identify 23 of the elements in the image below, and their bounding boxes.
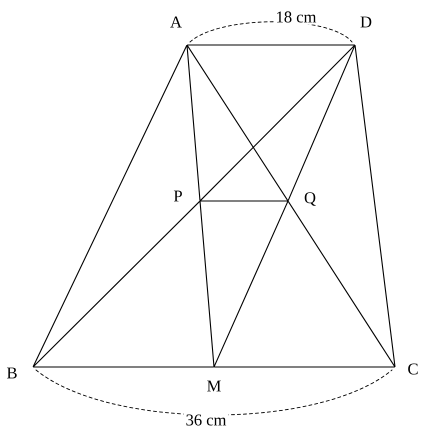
line-segment [33,201,200,367]
line-segment [32,45,188,367]
line-segment [200,201,214,367]
line-segment [33,366,214,368]
vertex-label: C [408,363,418,375]
line-segment [200,45,355,201]
vertex-label: P [174,190,182,202]
vertex-label: M [207,380,221,392]
line-segment [187,44,355,46]
line-segment [186,45,201,201]
line-segment [288,201,396,367]
line-segment [354,45,396,367]
vertex-label: A [170,16,182,28]
line-segment [200,200,288,202]
line-segment [214,366,395,368]
dimension-label: 18 cm [274,9,318,25]
vertex-label: Q [304,192,316,206]
vertex-label: B [6,368,17,378]
dimension-label: 36 cm [184,412,228,428]
line-segment [288,45,356,201]
vertex-label: D [360,16,372,28]
line-segment [214,201,288,367]
line-segment [186,45,288,201]
